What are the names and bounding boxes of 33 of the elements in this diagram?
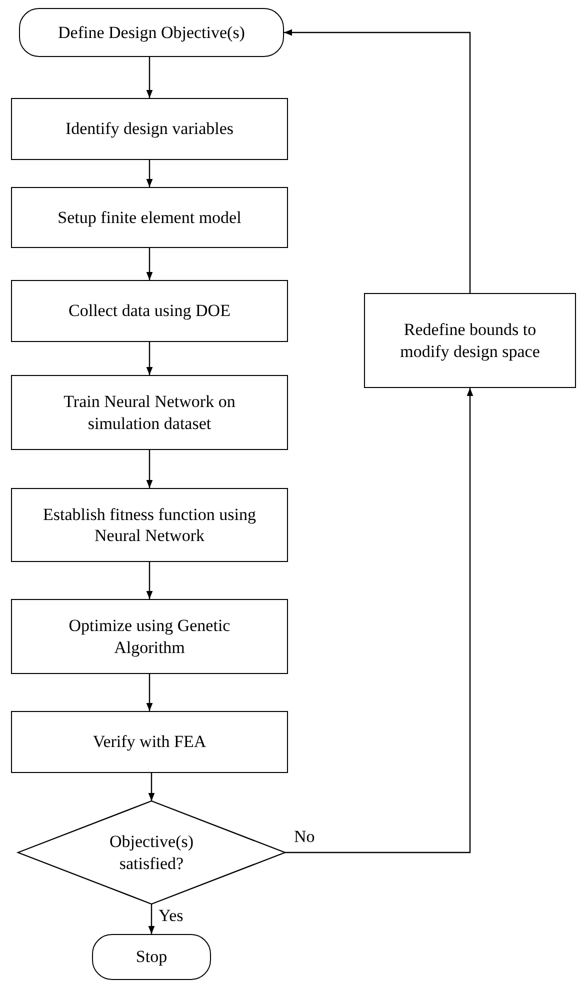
- arrow: [146, 160, 153, 187]
- process-box: [11, 280, 288, 342]
- process-box: [11, 375, 288, 450]
- step-label: Verify with FEA: [92, 731, 206, 753]
- process-box: [11, 488, 288, 562]
- arrow: [146, 57, 153, 98]
- terminal-box: [92, 934, 211, 980]
- step-label: Stop: [136, 946, 168, 968]
- arrow: [146, 562, 153, 599]
- arrow: [146, 342, 153, 375]
- process-box: [11, 711, 288, 773]
- arrow: [148, 904, 155, 934]
- decision-diamond: [16, 800, 287, 905]
- process-box: [11, 599, 288, 674]
- step-label: Optimize using Genetic Algorithm: [68, 615, 232, 658]
- step-label: Setup finite element model: [58, 206, 242, 228]
- arrow: [146, 248, 153, 280]
- step-label: Identify design variables: [65, 118, 234, 140]
- process-box: [364, 293, 576, 388]
- step-label: Establish fitness function using Neural Network: [42, 504, 257, 546]
- arrow: [146, 450, 153, 488]
- step-label: Train Neural Network on simulation dataset: [62, 391, 236, 434]
- arrow: [284, 29, 471, 293]
- step-label: Define Design Objective(s): [58, 22, 245, 44]
- step-label: Redefine bounds to modify design space: [399, 319, 541, 362]
- decision-label: Objective(s) satisfied?: [108, 831, 195, 874]
- arrow: [285, 388, 474, 854]
- arrow: [146, 674, 153, 711]
- terminal-box: [19, 8, 284, 57]
- arrow: [148, 773, 155, 801]
- process-box: [11, 187, 288, 248]
- process-box: [11, 98, 288, 160]
- step-label: Collect data using DOE: [68, 300, 230, 322]
